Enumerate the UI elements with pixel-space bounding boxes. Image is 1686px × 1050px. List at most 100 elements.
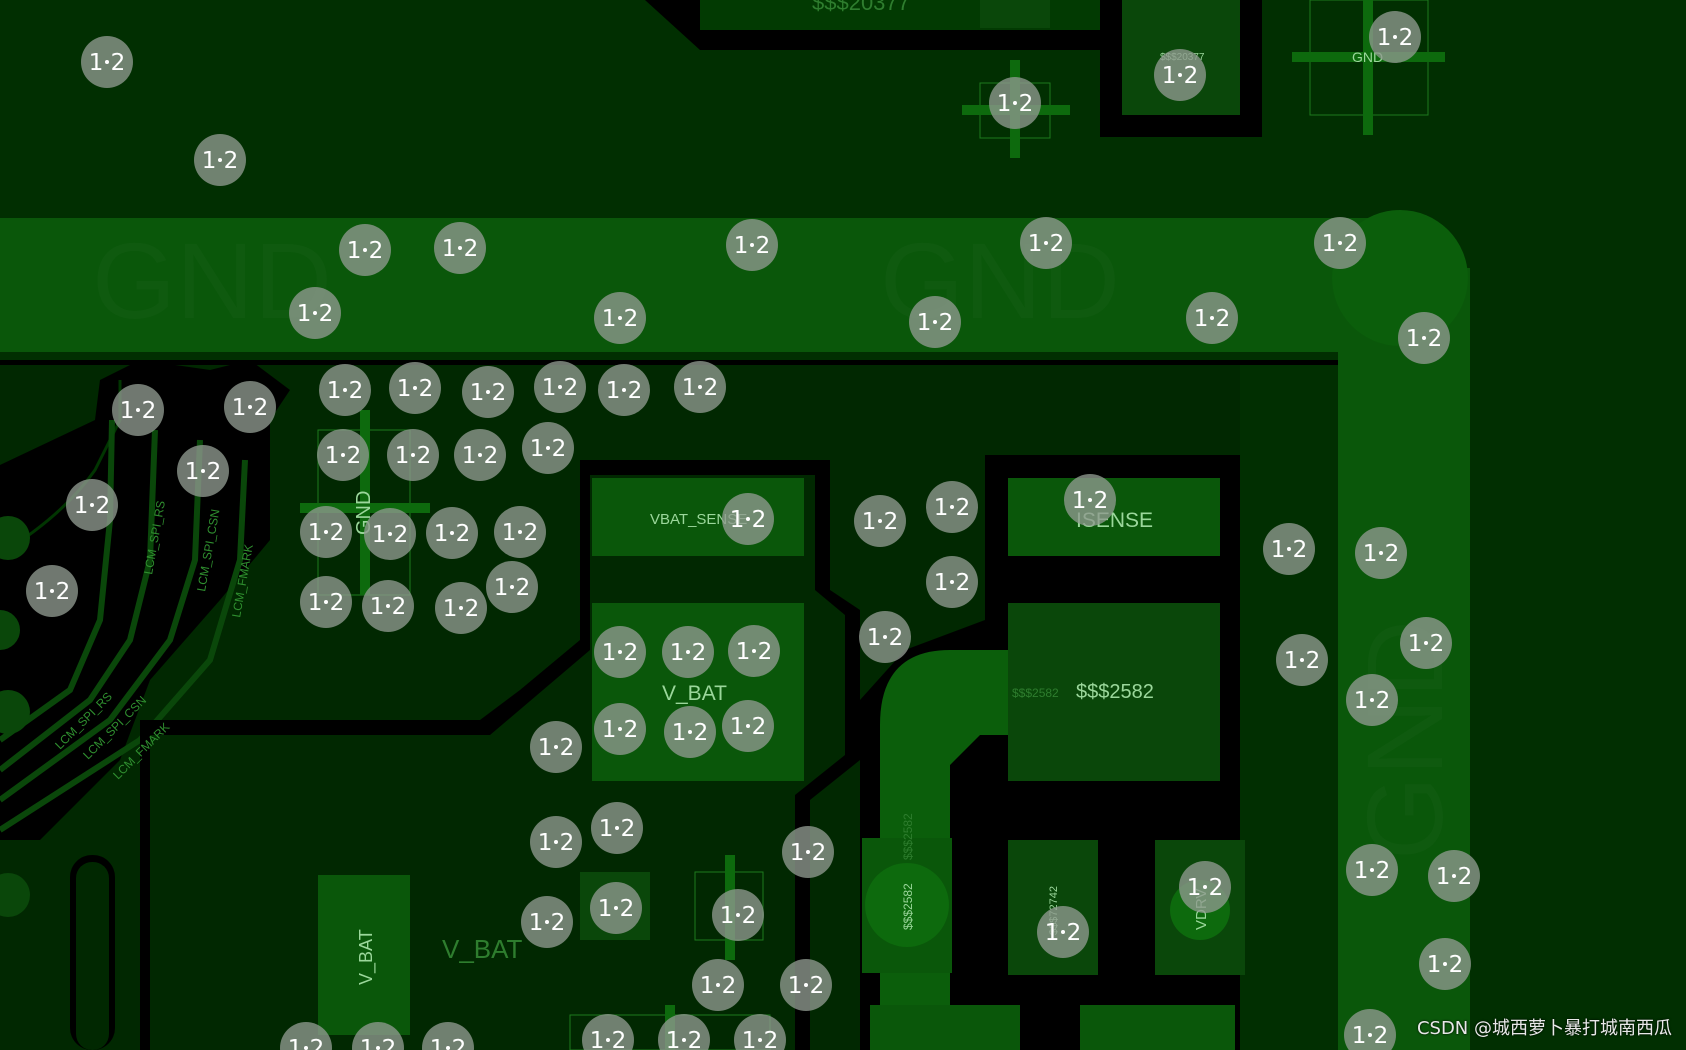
via-label: 1 2 <box>430 1036 467 1050</box>
via-drill <box>50 589 54 593</box>
via-drill <box>554 745 558 749</box>
via-drill <box>686 650 690 654</box>
via-drill <box>450 531 454 535</box>
via-pad <box>582 1014 634 1050</box>
via-drill <box>313 311 317 315</box>
via-pad <box>422 1022 474 1050</box>
via-drill <box>1393 35 1397 39</box>
via-drill <box>324 600 328 604</box>
via-drill <box>105 60 109 64</box>
via-drill <box>682 1038 686 1042</box>
via-drill <box>1013 101 1017 105</box>
via-drill <box>606 1038 610 1042</box>
via-drill <box>688 730 692 734</box>
via-drill <box>878 519 882 523</box>
via-pad <box>352 1022 404 1050</box>
via-drill <box>324 530 328 534</box>
net-2582-vertical-2: $$$2582 <box>901 883 915 930</box>
via-label: 1 2 <box>360 1036 397 1050</box>
via-drill <box>1370 698 1374 702</box>
v-bat-vertical-pad <box>318 875 410 1035</box>
via-drill <box>618 316 622 320</box>
via-drill <box>1422 336 1426 340</box>
via-drill <box>343 388 347 392</box>
via-drill <box>1370 868 1374 872</box>
via-drill <box>752 649 756 653</box>
via-drill <box>411 453 415 457</box>
top-pad-small <box>980 0 1050 28</box>
via-drill <box>1452 874 1456 878</box>
via-drill <box>510 585 514 589</box>
via-drill <box>554 840 558 844</box>
via-drill <box>218 158 222 162</box>
via-drill <box>615 826 619 830</box>
via-drill <box>716 983 720 987</box>
via-drill <box>1203 885 1207 889</box>
via-drill <box>478 453 482 457</box>
via-drill <box>950 580 954 584</box>
via-drill <box>376 1046 380 1050</box>
watermark: CSDN @城西萝卜暴打城南西瓜 <box>1416 1018 1672 1039</box>
net-2582-label: $$$2582 <box>1076 681 1154 703</box>
net-20377-top-label: $$$20377 <box>812 0 910 15</box>
v-bat-vertical-label: V_BAT <box>356 929 377 985</box>
via-drill <box>806 850 810 854</box>
via-drill <box>1178 73 1182 77</box>
via-drill <box>363 248 367 252</box>
via-drill <box>386 604 390 608</box>
via-drill <box>304 1046 308 1050</box>
via-drill <box>413 386 417 390</box>
via-drill <box>804 983 808 987</box>
via-drill <box>950 505 954 509</box>
via-drill <box>518 530 522 534</box>
via-drill <box>1338 241 1342 245</box>
via-drill <box>746 517 750 521</box>
via-drill <box>459 606 463 610</box>
via-drill <box>1379 551 1383 555</box>
via-drill <box>618 650 622 654</box>
via-pad <box>1344 1009 1396 1050</box>
via-pad <box>280 1022 332 1050</box>
v-bat-pad-label: V_BAT <box>662 682 727 705</box>
via-drill <box>546 446 550 450</box>
via-drill <box>622 388 626 392</box>
via-drill <box>90 503 94 507</box>
net-2582-vertical-1: $$$2582 <box>901 813 915 860</box>
via-drill <box>698 385 702 389</box>
via-drill <box>736 913 740 917</box>
via-drill <box>614 906 618 910</box>
via-drill <box>1368 1033 1372 1037</box>
via-drill <box>201 469 205 473</box>
via-drill <box>341 453 345 457</box>
via-drill <box>1443 962 1447 966</box>
v-bat-plane-label: V_BAT <box>442 934 523 964</box>
via-drill <box>1287 547 1291 551</box>
via-drill <box>1424 641 1428 645</box>
via-drill <box>750 243 754 247</box>
via-drill <box>136 408 140 412</box>
via-drill <box>388 532 392 536</box>
via-drill <box>1088 498 1092 502</box>
via-label: 1 2 <box>288 1036 325 1050</box>
via-drill <box>933 320 937 324</box>
via-pad <box>658 1014 710 1050</box>
via-drill <box>1061 930 1065 934</box>
via-drill <box>558 385 562 389</box>
via-drill <box>486 390 490 394</box>
via-drill <box>758 1038 762 1042</box>
via-drill <box>446 1046 450 1050</box>
net-2582-dim-label: $$$2582 <box>1012 686 1059 700</box>
via-drill <box>746 724 750 728</box>
via-drill <box>618 727 622 731</box>
via-drill <box>883 635 887 639</box>
via-drill <box>1300 658 1304 662</box>
via-drill <box>545 920 549 924</box>
via-drill <box>248 405 252 409</box>
via-pad <box>734 1014 786 1050</box>
via-drill <box>458 246 462 250</box>
via-drill <box>1044 241 1048 245</box>
via-drill <box>1210 316 1214 320</box>
gnd-vertical-band <box>1338 268 1470 1050</box>
